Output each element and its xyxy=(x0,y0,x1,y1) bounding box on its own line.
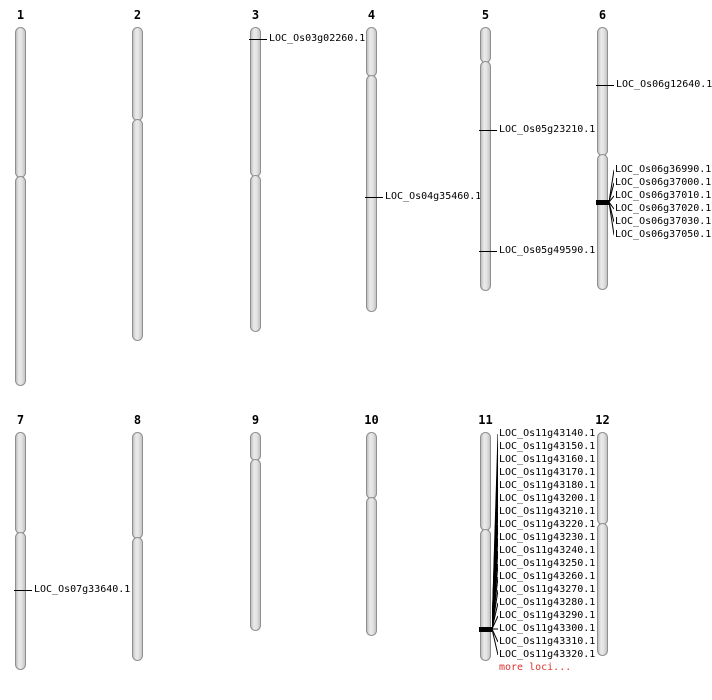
chromosome-9-arm-top xyxy=(250,432,261,461)
locus-tick xyxy=(479,251,497,252)
chromosome-number-3: 3 xyxy=(251,8,260,22)
more-loci-link[interactable]: more loci... xyxy=(499,662,572,673)
locus-label[interactable]: LOC_Os06g37010.1 xyxy=(615,190,712,201)
locus-tick xyxy=(249,39,267,40)
chromosome-4-arm-bottom xyxy=(366,75,377,312)
chromosome-3-arm-bottom xyxy=(250,175,261,332)
locus-label[interactable]: LOC_Os11g43210.1 xyxy=(499,506,596,517)
locus-label[interactable]: LOC_Os06g37000.1 xyxy=(615,177,712,188)
locus-label[interactable]: LOC_Os11g43260.1 xyxy=(499,571,596,582)
chromosome-11-arm-bottom xyxy=(480,529,491,661)
locus-label[interactable]: LOC_Os11g43310.1 xyxy=(499,636,596,647)
chromosome-number-8: 8 xyxy=(133,413,142,427)
locus-label[interactable]: LOC_Os05g49590.1 xyxy=(499,245,596,256)
locus-label[interactable]: LOC_Os11g43150.1 xyxy=(499,441,596,452)
chromosome-10-arm-top xyxy=(366,432,377,499)
chromosome-number-9: 9 xyxy=(251,413,260,427)
chromosome-number-2: 2 xyxy=(133,8,142,22)
cluster-fan-lines xyxy=(492,433,498,656)
chromosome-number-1: 1 xyxy=(16,8,25,22)
chromosome-7-arm-bottom xyxy=(15,532,26,670)
locus-label[interactable]: LOC_Os11g43140.1 xyxy=(499,428,596,439)
chromosome-10-arm-bottom xyxy=(366,497,377,636)
locus-tick xyxy=(479,130,497,131)
chromosome-8-arm-bottom xyxy=(132,537,143,661)
chromosome-number-6: 6 xyxy=(598,8,607,22)
chromosome-9-arm-bottom xyxy=(250,459,261,631)
chromosome-2-arm-bottom xyxy=(132,119,143,341)
cluster-fan-lines xyxy=(609,169,614,236)
chromosome-number-4: 4 xyxy=(367,8,376,22)
chromosome-12-arm-top xyxy=(597,432,608,525)
chromosome-number-11: 11 xyxy=(478,413,493,427)
locus-label[interactable]: LOC_Os11g43290.1 xyxy=(499,610,596,621)
chromosome-3-arm-top xyxy=(250,27,261,177)
chromosome-6-arm-bottom xyxy=(597,154,608,290)
locus-tick xyxy=(14,590,32,591)
locus-label[interactable]: LOC_Os06g36990.1 xyxy=(615,164,712,175)
chromosome-1-arm-bottom xyxy=(15,176,26,386)
locus-label[interactable]: LOC_Os07g33640.1 xyxy=(34,584,131,595)
chromosome-4-arm-top xyxy=(366,27,377,77)
locus-label[interactable]: LOC_Os11g43270.1 xyxy=(499,584,596,595)
chromosome-7-arm-top xyxy=(15,432,26,534)
locus-tick xyxy=(365,197,383,198)
locus-label[interactable]: LOC_Os03g02260.1 xyxy=(269,33,366,44)
locus-label[interactable]: LOC_Os06g12640.1 xyxy=(616,79,712,90)
chromosome-number-7: 7 xyxy=(16,413,25,427)
locus-label[interactable]: LOC_Os06g37050.1 xyxy=(615,229,712,240)
locus-label[interactable]: LOC_Os11g43220.1 xyxy=(499,519,596,530)
chromosome-11-arm-top xyxy=(480,432,491,531)
locus-label[interactable]: LOC_Os11g43160.1 xyxy=(499,454,596,465)
chromosome-1-arm-top xyxy=(15,27,26,178)
locus-label[interactable]: LOC_Os11g43300.1 xyxy=(499,623,596,634)
locus-label[interactable]: LOC_Os11g43200.1 xyxy=(499,493,596,504)
chromosome-12-arm-bottom xyxy=(597,523,608,656)
chromosome-number-12: 12 xyxy=(595,413,610,427)
chromosome-number-10: 10 xyxy=(364,413,379,427)
chromosome-6-arm-top xyxy=(597,27,608,156)
locus-label[interactable]: LOC_Os05g23210.1 xyxy=(499,124,596,135)
chromosome-number-5: 5 xyxy=(481,8,490,22)
locus-label[interactable]: LOC_Os11g43180.1 xyxy=(499,480,596,491)
locus-cluster-band xyxy=(596,200,609,205)
chromosome-5-arm-top xyxy=(480,27,491,63)
locus-label[interactable]: LOC_Os11g43240.1 xyxy=(499,545,596,556)
chromosome-5-arm-bottom xyxy=(480,61,491,291)
locus-cluster-band xyxy=(479,627,492,632)
locus-label[interactable]: LOC_Os06g37030.1 xyxy=(615,216,712,227)
locus-label[interactable]: LOC_Os06g37020.1 xyxy=(615,203,712,214)
locus-label[interactable]: LOC_Os11g43230.1 xyxy=(499,532,596,543)
locus-label[interactable]: LOC_Os11g43280.1 xyxy=(499,597,596,608)
chromosome-8-arm-top xyxy=(132,432,143,539)
locus-label[interactable]: LOC_Os11g43320.1 xyxy=(499,649,596,660)
locus-label[interactable]: LOC_Os04g35460.1 xyxy=(385,191,482,202)
chromosome-2-arm-top xyxy=(132,27,143,121)
locus-label[interactable]: LOC_Os11g43250.1 xyxy=(499,558,596,569)
locus-label[interactable]: LOC_Os11g43170.1 xyxy=(499,467,596,478)
locus-tick xyxy=(596,85,614,86)
